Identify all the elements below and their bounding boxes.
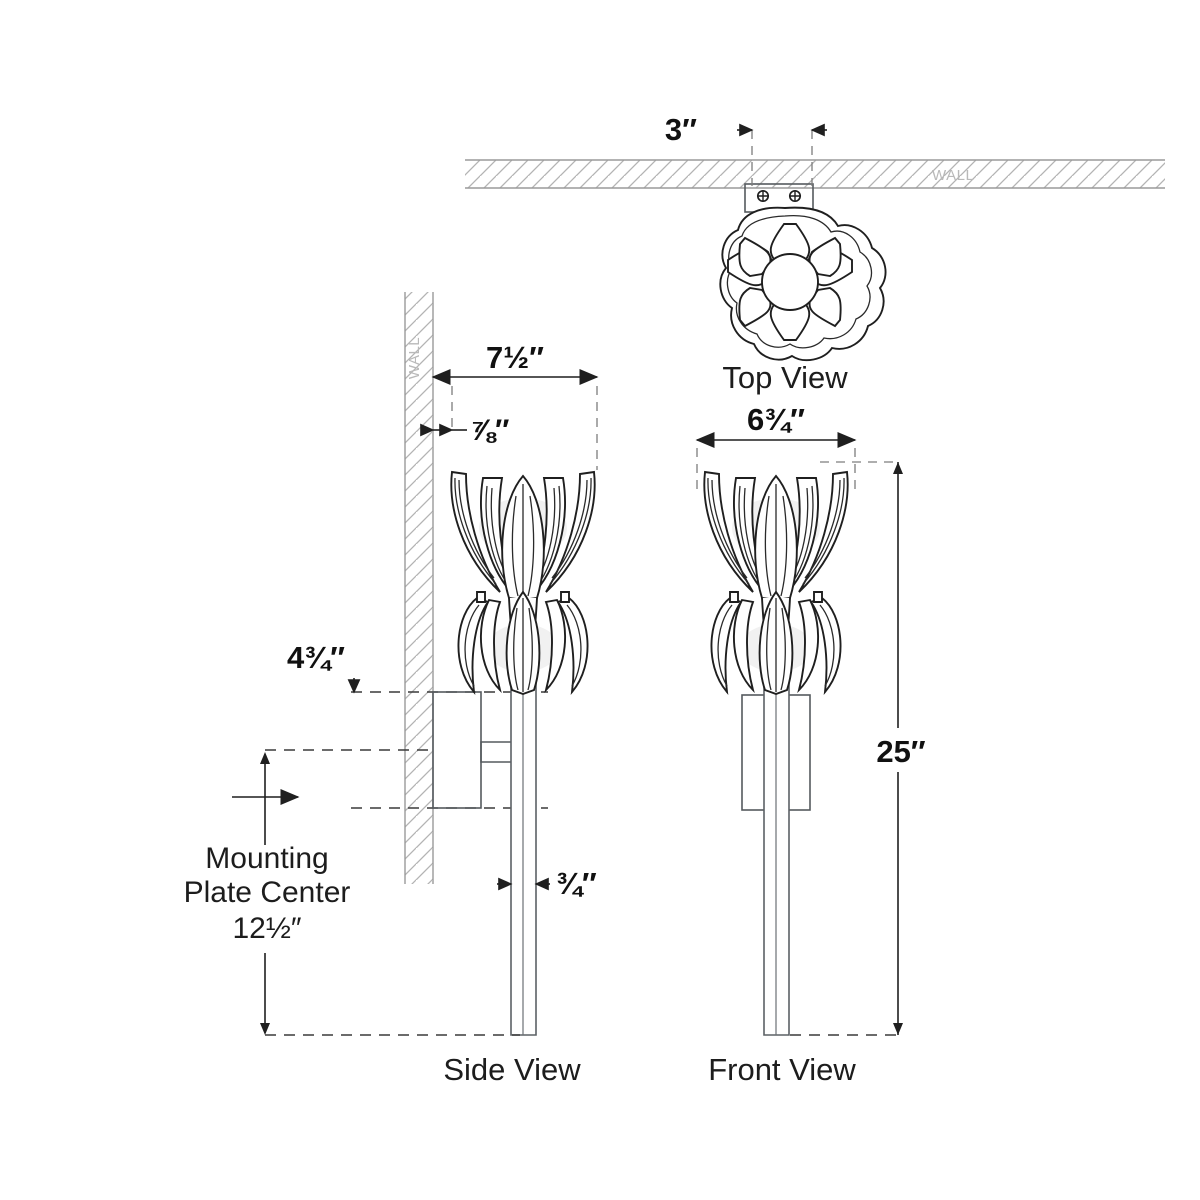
side-view-stem xyxy=(510,676,537,1036)
dimension-label-3quarter-in: ¾″ xyxy=(556,866,597,901)
dimension-label-6threequarter-in: 6¾″ xyxy=(747,402,805,437)
mounting-note-line2-top: Plate Center xyxy=(184,876,351,909)
mounting-note-line3-top: 12½″ xyxy=(232,912,301,945)
view-label-front: Front View xyxy=(708,1052,856,1087)
dimension-label-7eighths-in: ⅞″ xyxy=(470,414,509,447)
side-view-wall: WALL xyxy=(404,292,434,884)
front-view-stem xyxy=(763,676,790,1036)
dimension-label-7half-in: 7½″ xyxy=(486,340,544,375)
dimension-25in: 25″ xyxy=(790,461,940,1036)
top-view-wall: WALL xyxy=(465,159,1165,189)
dimension-7half-in: 7½″ xyxy=(431,340,599,470)
dimension-label-25in: 25″ xyxy=(876,734,925,769)
side-view-group: WALL 7½″ ⅞″ 4¾″ xyxy=(150,292,599,1087)
front-view-group: 6¾″ 25″ xyxy=(695,402,940,1087)
view-label-top: Top View xyxy=(722,360,848,395)
view-label-side: Side View xyxy=(443,1052,581,1087)
wall-label-top: WALL xyxy=(932,167,974,184)
front-view-lower-flower xyxy=(710,590,842,696)
dimension-label-4threequarter-in: 4¾″ xyxy=(287,640,345,675)
dimension-7eighths-in: ⅞″ xyxy=(420,414,509,447)
mounting-plate-center-note: Mounting Plate Center 12½″ Mounting Plat… xyxy=(150,749,520,1036)
wall-label-side: WALL xyxy=(406,337,423,379)
mounting-note-line1-top: Mounting xyxy=(205,842,328,875)
top-view-rosette xyxy=(719,206,887,362)
side-view-lower-flower xyxy=(457,590,589,696)
dimension-3quarter-in: ¾″ xyxy=(497,866,597,901)
dimension-label-3in: 3″ xyxy=(665,112,697,147)
dimension-3in: 3″ xyxy=(665,112,827,186)
top-view-group: WALL 3″ xyxy=(465,112,1165,395)
dimension-6threequarter-in: 6¾″ xyxy=(695,402,857,492)
